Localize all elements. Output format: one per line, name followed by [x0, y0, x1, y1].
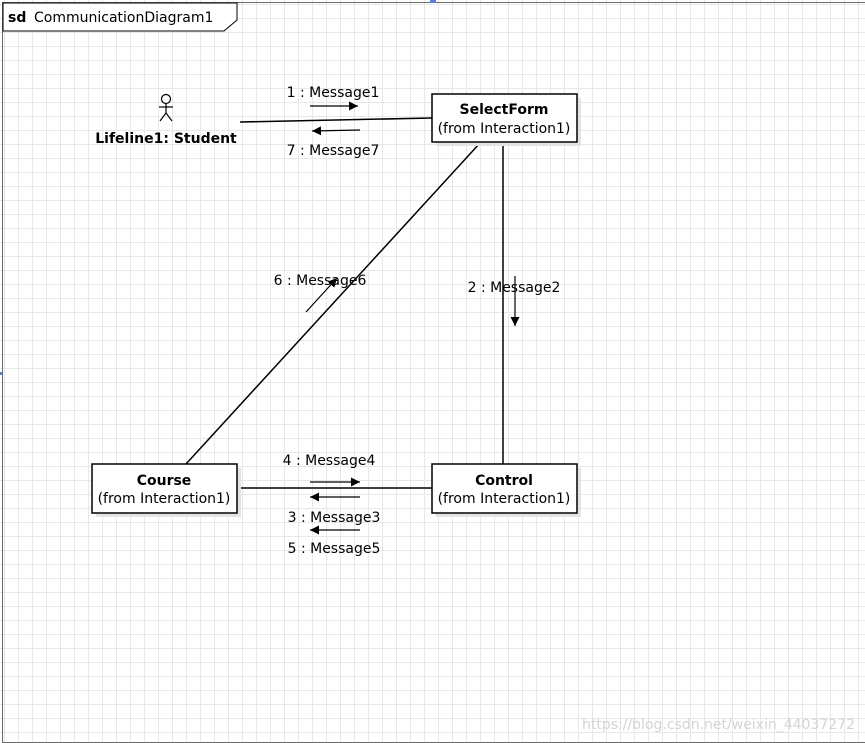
object-name: Control: [475, 473, 533, 489]
link-student-selectform[interactable]: [239, 117, 433, 123]
frame-name: CommunicationDiagram1: [34, 10, 213, 26]
message-label-1: 1 : Message1: [287, 85, 380, 101]
message-label-7: 7 : Message7: [287, 143, 380, 159]
object-control[interactable]: Control (from Interaction1): [431, 463, 581, 517]
object-selectform[interactable]: SelectForm (from Interaction1): [431, 93, 581, 146]
object-box: [431, 463, 578, 514]
top-accent-mark: [430, 0, 436, 3]
frame-label: sd CommunicationDiagram1: [2, 2, 238, 32]
message-label-4: 4 : Message4: [283, 453, 376, 469]
object-origin: (from Interaction1): [98, 491, 231, 507]
watermark: https://blog.csdn.net/weixin_44037272: [581, 717, 855, 733]
message-label-5: 5 : Message5: [288, 541, 381, 557]
object-origin: (from Interaction1): [438, 491, 571, 507]
object-name: Course: [137, 473, 192, 489]
message-arrow-6[interactable]: [305, 277, 338, 313]
actor-student[interactable]: Lifeline1: Student: [95, 93, 237, 148]
link-course-selectform[interactable]: [185, 142, 481, 465]
object-origin: (from Interaction1): [438, 121, 571, 137]
message-label-6: 6 : Message6: [274, 273, 367, 289]
actor-label: Lifeline1: Student: [95, 131, 237, 147]
object-box: [91, 463, 238, 514]
stick-figure-icon: [159, 93, 173, 122]
object-box: [431, 93, 578, 143]
message-label-3: 3 : Message3: [288, 510, 381, 526]
object-name: SelectForm: [460, 102, 549, 118]
frame-label-tab: [2, 2, 238, 32]
frame-keyword: sd: [8, 10, 26, 26]
object-course[interactable]: Course (from Interaction1): [91, 463, 241, 517]
message-arrow-7[interactable]: [311, 126, 361, 136]
left-accent-mark: [0, 372, 2, 375]
message-label-2: 2 : Message2: [468, 280, 561, 296]
